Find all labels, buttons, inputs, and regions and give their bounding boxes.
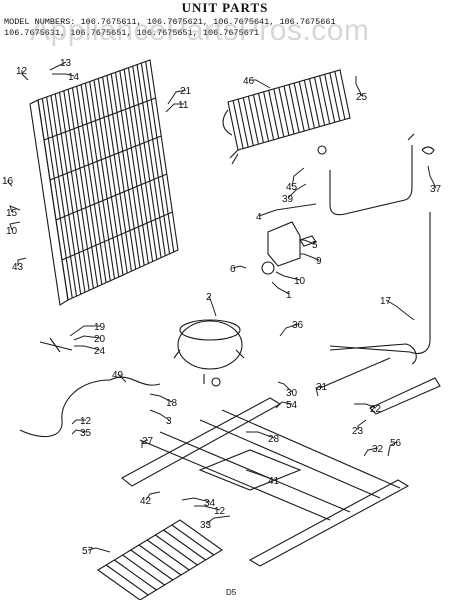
diagram-header: UNIT PARTS MODEL NUMBERS: 106.7675611, 1… xyxy=(0,0,450,42)
callout-2: 2 xyxy=(206,292,212,303)
relay-box xyxy=(261,221,317,275)
callout-4: 4 xyxy=(256,212,262,223)
callout-15: 15 xyxy=(6,208,18,219)
callout-6: 6 xyxy=(230,264,236,275)
model-numbers-line-2: 106.7675631, 106.7675651, 106.7675651, 1… xyxy=(4,28,260,38)
page-title: UNIT PARTS xyxy=(181,0,269,15)
power-cord xyxy=(19,379,111,438)
callout-14: 14 xyxy=(68,72,80,83)
callout-12: 12 xyxy=(214,506,226,517)
callout-20: 20 xyxy=(94,334,106,345)
watermark: AppliancePartsPros.com xyxy=(30,14,370,47)
callout-13: 13 xyxy=(60,58,72,69)
callout-33: 33 xyxy=(200,520,212,531)
callout-25: 25 xyxy=(356,92,368,103)
callout-23: 23 xyxy=(352,426,364,437)
drain-pan-coil xyxy=(97,519,223,600)
tube-37 xyxy=(329,145,413,216)
callout-5: 5 xyxy=(312,240,318,251)
callout-12: 12 xyxy=(80,416,92,427)
callout-54: 54 xyxy=(286,400,298,411)
defrost-thermostat xyxy=(39,337,73,353)
base-frame xyxy=(121,397,410,567)
callout-11: 11 xyxy=(178,100,189,111)
callout-18: 18 xyxy=(166,398,178,409)
tube-36 xyxy=(329,212,431,355)
condenser-coil xyxy=(29,59,179,306)
callout-labels: 1213142111462516151043453937459610123617… xyxy=(2,58,442,557)
callout-42: 42 xyxy=(140,496,152,507)
clip-39 xyxy=(421,146,435,155)
diagram-code: D5 xyxy=(226,588,237,597)
callout-34: 34 xyxy=(204,498,216,509)
callout-1: 1 xyxy=(286,290,292,301)
bracket-22 xyxy=(369,377,441,415)
callout-37: 37 xyxy=(430,184,442,195)
callout-49: 49 xyxy=(112,370,124,381)
callout-21: 21 xyxy=(180,86,192,97)
callout-10: 10 xyxy=(6,226,18,237)
callout-28: 28 xyxy=(268,434,280,445)
model-numbers-line-1: MODEL NUMBERS: 106.7675611, 106.7675621,… xyxy=(4,17,336,27)
callout-56: 56 xyxy=(390,438,402,449)
callout-35: 35 xyxy=(80,428,92,439)
callout-45: 45 xyxy=(286,182,298,193)
evaporator-coil xyxy=(222,69,351,165)
callout-39: 39 xyxy=(282,194,294,205)
callout-31: 31 xyxy=(316,382,328,393)
callout-9: 9 xyxy=(316,256,322,267)
callout-36: 36 xyxy=(292,320,304,331)
callout-3: 3 xyxy=(166,416,172,427)
callout-24: 24 xyxy=(94,346,106,357)
callout-10: 10 xyxy=(294,276,306,287)
callout-27: 27 xyxy=(142,436,154,447)
callout-43: 43 xyxy=(12,262,24,273)
callout-46: 46 xyxy=(243,76,255,87)
compressor xyxy=(173,319,245,387)
callout-30: 30 xyxy=(286,388,298,399)
callout-22: 22 xyxy=(370,404,382,415)
callout-17: 17 xyxy=(380,296,392,307)
callout-32: 32 xyxy=(372,444,384,455)
callout-41: 41 xyxy=(268,476,280,487)
callout-57: 57 xyxy=(82,546,94,557)
callout-19: 19 xyxy=(94,322,106,333)
